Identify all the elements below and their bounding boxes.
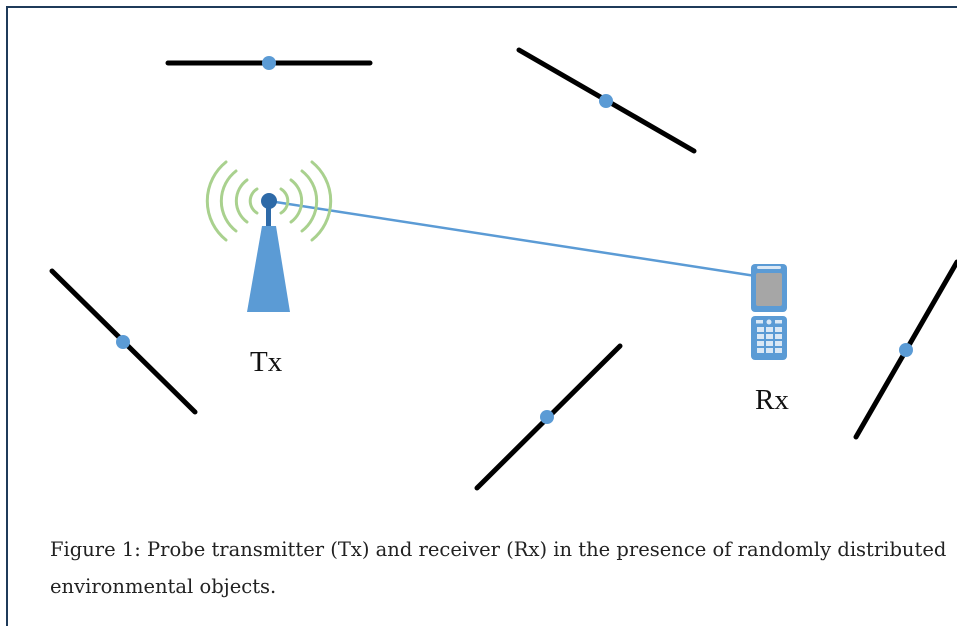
rx-label: Rx <box>755 384 789 416</box>
scatterer-object-2 <box>516 47 697 154</box>
antenna-tower-icon <box>205 160 333 312</box>
scatterer-object-1 <box>165 56 373 70</box>
scatterer-object-4 <box>474 343 623 491</box>
mobile-phone-icon <box>751 264 787 360</box>
tx-rx-link-line <box>268 199 763 279</box>
figure-caption: Figure 1: Probe transmitter (Tx) and rec… <box>50 538 947 598</box>
scatterer-object-3 <box>49 268 198 415</box>
figure-frame <box>6 6 957 626</box>
scatterer-object-5 <box>853 259 957 440</box>
tx-label: Tx <box>250 346 283 378</box>
